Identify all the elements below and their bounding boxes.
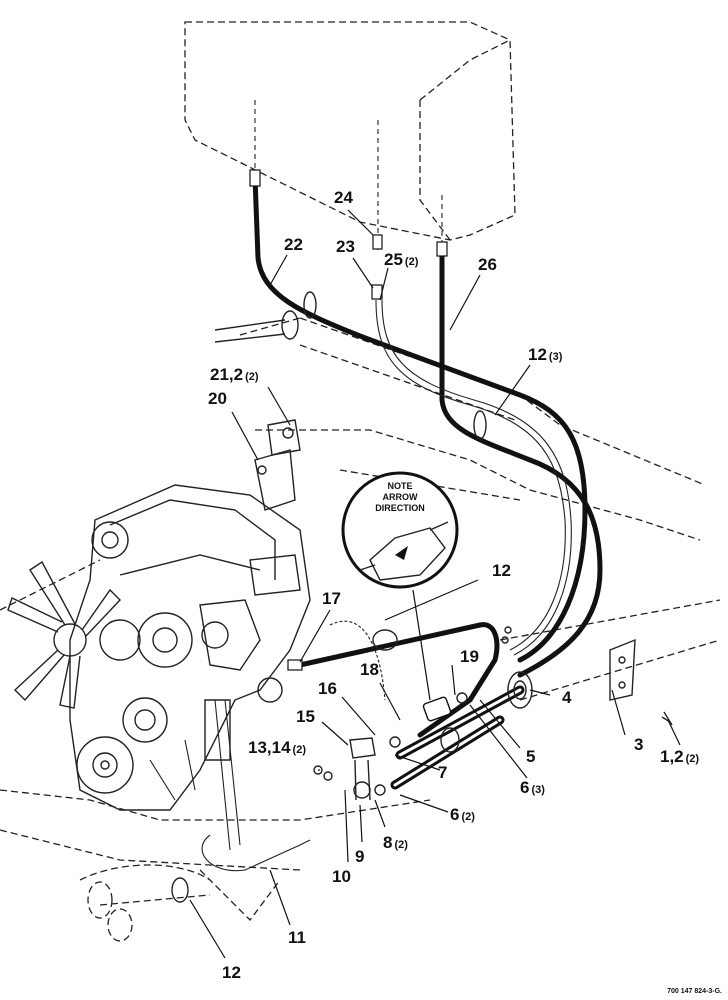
note-line-1: NOTE — [387, 481, 412, 491]
hose-22 — [249, 169, 588, 663]
callout-12-mid: 12 — [492, 561, 511, 580]
braided-hose — [329, 620, 386, 701]
bracket-20 — [254, 419, 301, 511]
small-hardware — [313, 626, 512, 781]
bracket-3 — [609, 638, 673, 726]
note-line-2: ARROW — [383, 492, 418, 502]
callout-8: 8(2) — [383, 833, 408, 852]
line-23 — [371, 234, 572, 656]
callout-23: 23 — [336, 237, 355, 256]
callout-12-top: 12(3) — [528, 345, 563, 364]
callout-9: 9 — [355, 847, 364, 866]
callout-6-bottom: 6(2) — [450, 805, 475, 824]
callout-15: 15 — [296, 707, 315, 726]
callouts: 22 24 23 25(2) 26 12(3) 21,2(2) 20 12 17… — [208, 188, 699, 982]
callout-5: 5 — [526, 747, 535, 766]
line-11 — [201, 834, 311, 872]
callout-24: 24 — [334, 188, 353, 207]
callout-7: 7 — [438, 763, 447, 782]
hose-26 — [436, 241, 603, 678]
callout-10: 10 — [332, 867, 351, 886]
clamps — [171, 291, 487, 903]
callout-1-2: 1,2(2) — [660, 747, 699, 766]
callout-20: 20 — [208, 389, 227, 408]
callout-21: 21,2(2) — [210, 365, 259, 384]
callout-11: 11 — [288, 928, 306, 947]
callout-25: 25(2) — [384, 250, 419, 269]
callout-4: 4 — [562, 688, 572, 707]
engine — [69, 484, 311, 851]
callout-3: 3 — [634, 735, 643, 754]
callout-13-14: 13,14(2) — [248, 738, 306, 757]
callout-17: 17 — [322, 589, 341, 608]
hose-17 — [287, 622, 500, 738]
callout-19: 19 — [460, 647, 479, 666]
valve-15 — [349, 736, 401, 801]
callout-22: 22 — [284, 235, 303, 254]
note-line-3: DIRECTION — [375, 503, 425, 513]
hose-bundle — [390, 685, 525, 790]
fan — [7, 560, 121, 709]
callout-26: 26 — [478, 255, 497, 274]
callout-6-top: 6(3) — [520, 778, 545, 797]
callout-18: 18 — [360, 660, 379, 679]
leader-lines — [189, 209, 681, 959]
fuel-tank-outline — [184, 21, 516, 250]
figure-reference-code: 700 147 824-3-G. — [667, 988, 722, 995]
note-inset: NOTE ARROW DIRECTION — [341, 471, 459, 701]
callout-12-bottom: 12 — [222, 963, 241, 982]
callout-16: 16 — [318, 679, 337, 698]
